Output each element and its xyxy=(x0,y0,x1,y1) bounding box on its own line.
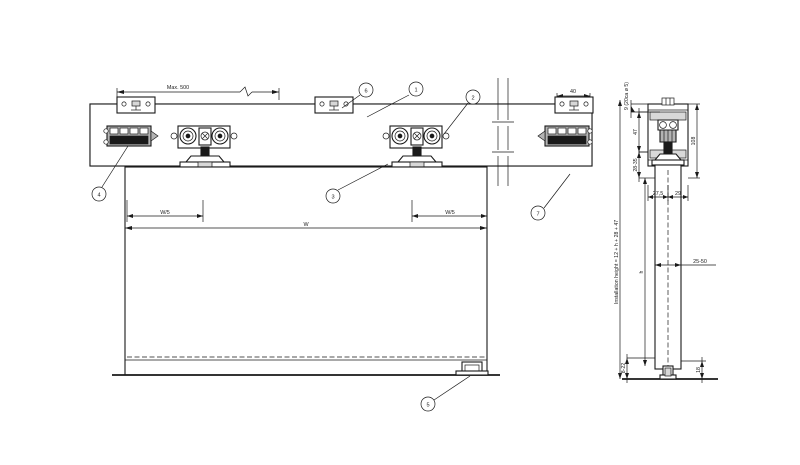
callout-3-label: 3 xyxy=(331,195,334,201)
dim-28-35: 28-35 xyxy=(633,150,655,182)
section-floor-guide xyxy=(622,365,718,380)
dim-max-500: Max. 500 xyxy=(116,85,280,100)
section-view: 9 (20ca ø 5) 47 28-35 108 xyxy=(614,82,718,383)
dim-fixing-hole-label: 9 (20ca ø 5) xyxy=(624,82,630,110)
dim-max-500-label: Max. 500 xyxy=(167,85,189,91)
dim-installation-height-label: Installation height = 12 + h + 28 + 47 xyxy=(614,220,620,304)
floor-guide xyxy=(455,361,489,376)
carriage-center xyxy=(382,125,450,168)
dim-108: 108 xyxy=(688,103,700,179)
callout-5-label: 5 xyxy=(426,403,429,409)
dim-w5-left-label: W/5 xyxy=(160,210,170,216)
dim-depths: 27,5 29 xyxy=(647,185,689,201)
elevation-view: Max. 500 40 xyxy=(89,78,594,412)
top-bracket-right xyxy=(554,96,594,114)
dim-h-label: h xyxy=(639,270,645,273)
dim-27-5-label: 27,5 xyxy=(653,191,664,197)
top-bracket-center xyxy=(314,96,354,114)
section-track-housing xyxy=(647,97,689,167)
dim-47-label: 47 xyxy=(633,129,639,135)
callout-group: 1 2 3 4 5 6 7 xyxy=(91,81,571,412)
dim-25-50: 25-50 xyxy=(654,259,716,270)
dim-47: 47 xyxy=(633,108,648,156)
dim-installation-height: Installation height = 12 + h + 28 + 47 xyxy=(614,100,622,379)
break-line xyxy=(492,78,514,186)
callout-1-label: 1 xyxy=(414,88,417,94)
dim-28-35-label: 28-35 xyxy=(633,158,639,171)
dim-w-overall: W xyxy=(124,216,488,234)
dim-18: 18 xyxy=(681,357,706,383)
dim-w5-left: W/5 xyxy=(126,200,204,222)
dim-29-label: 29 xyxy=(675,191,681,197)
dim-40-label: 40 xyxy=(570,89,576,95)
top-bracket-left xyxy=(116,96,156,114)
callout-2-label: 2 xyxy=(471,96,474,102)
dim-25-50-label: 25-50 xyxy=(693,259,707,265)
dim-h: h xyxy=(639,178,647,366)
callout-7-label: 7 xyxy=(536,212,539,218)
door-panel xyxy=(112,166,500,376)
end-stop-left xyxy=(103,125,159,147)
end-stop-right xyxy=(537,125,593,147)
callout-4-label: 4 xyxy=(97,193,100,199)
callout-6-label: 6 xyxy=(364,89,367,95)
carriage-left xyxy=(170,125,238,168)
dim-w-overall-label: W xyxy=(303,222,309,228)
dim-8-22: 8-22 xyxy=(621,354,655,383)
dim-w5-right: W/5 xyxy=(411,200,488,222)
dim-108-label: 108 xyxy=(691,137,697,146)
dim-8-22-label: 8-22 xyxy=(621,363,627,373)
dim-18-label: 18 xyxy=(696,367,702,373)
dim-w5-right-label: W/5 xyxy=(445,210,455,216)
